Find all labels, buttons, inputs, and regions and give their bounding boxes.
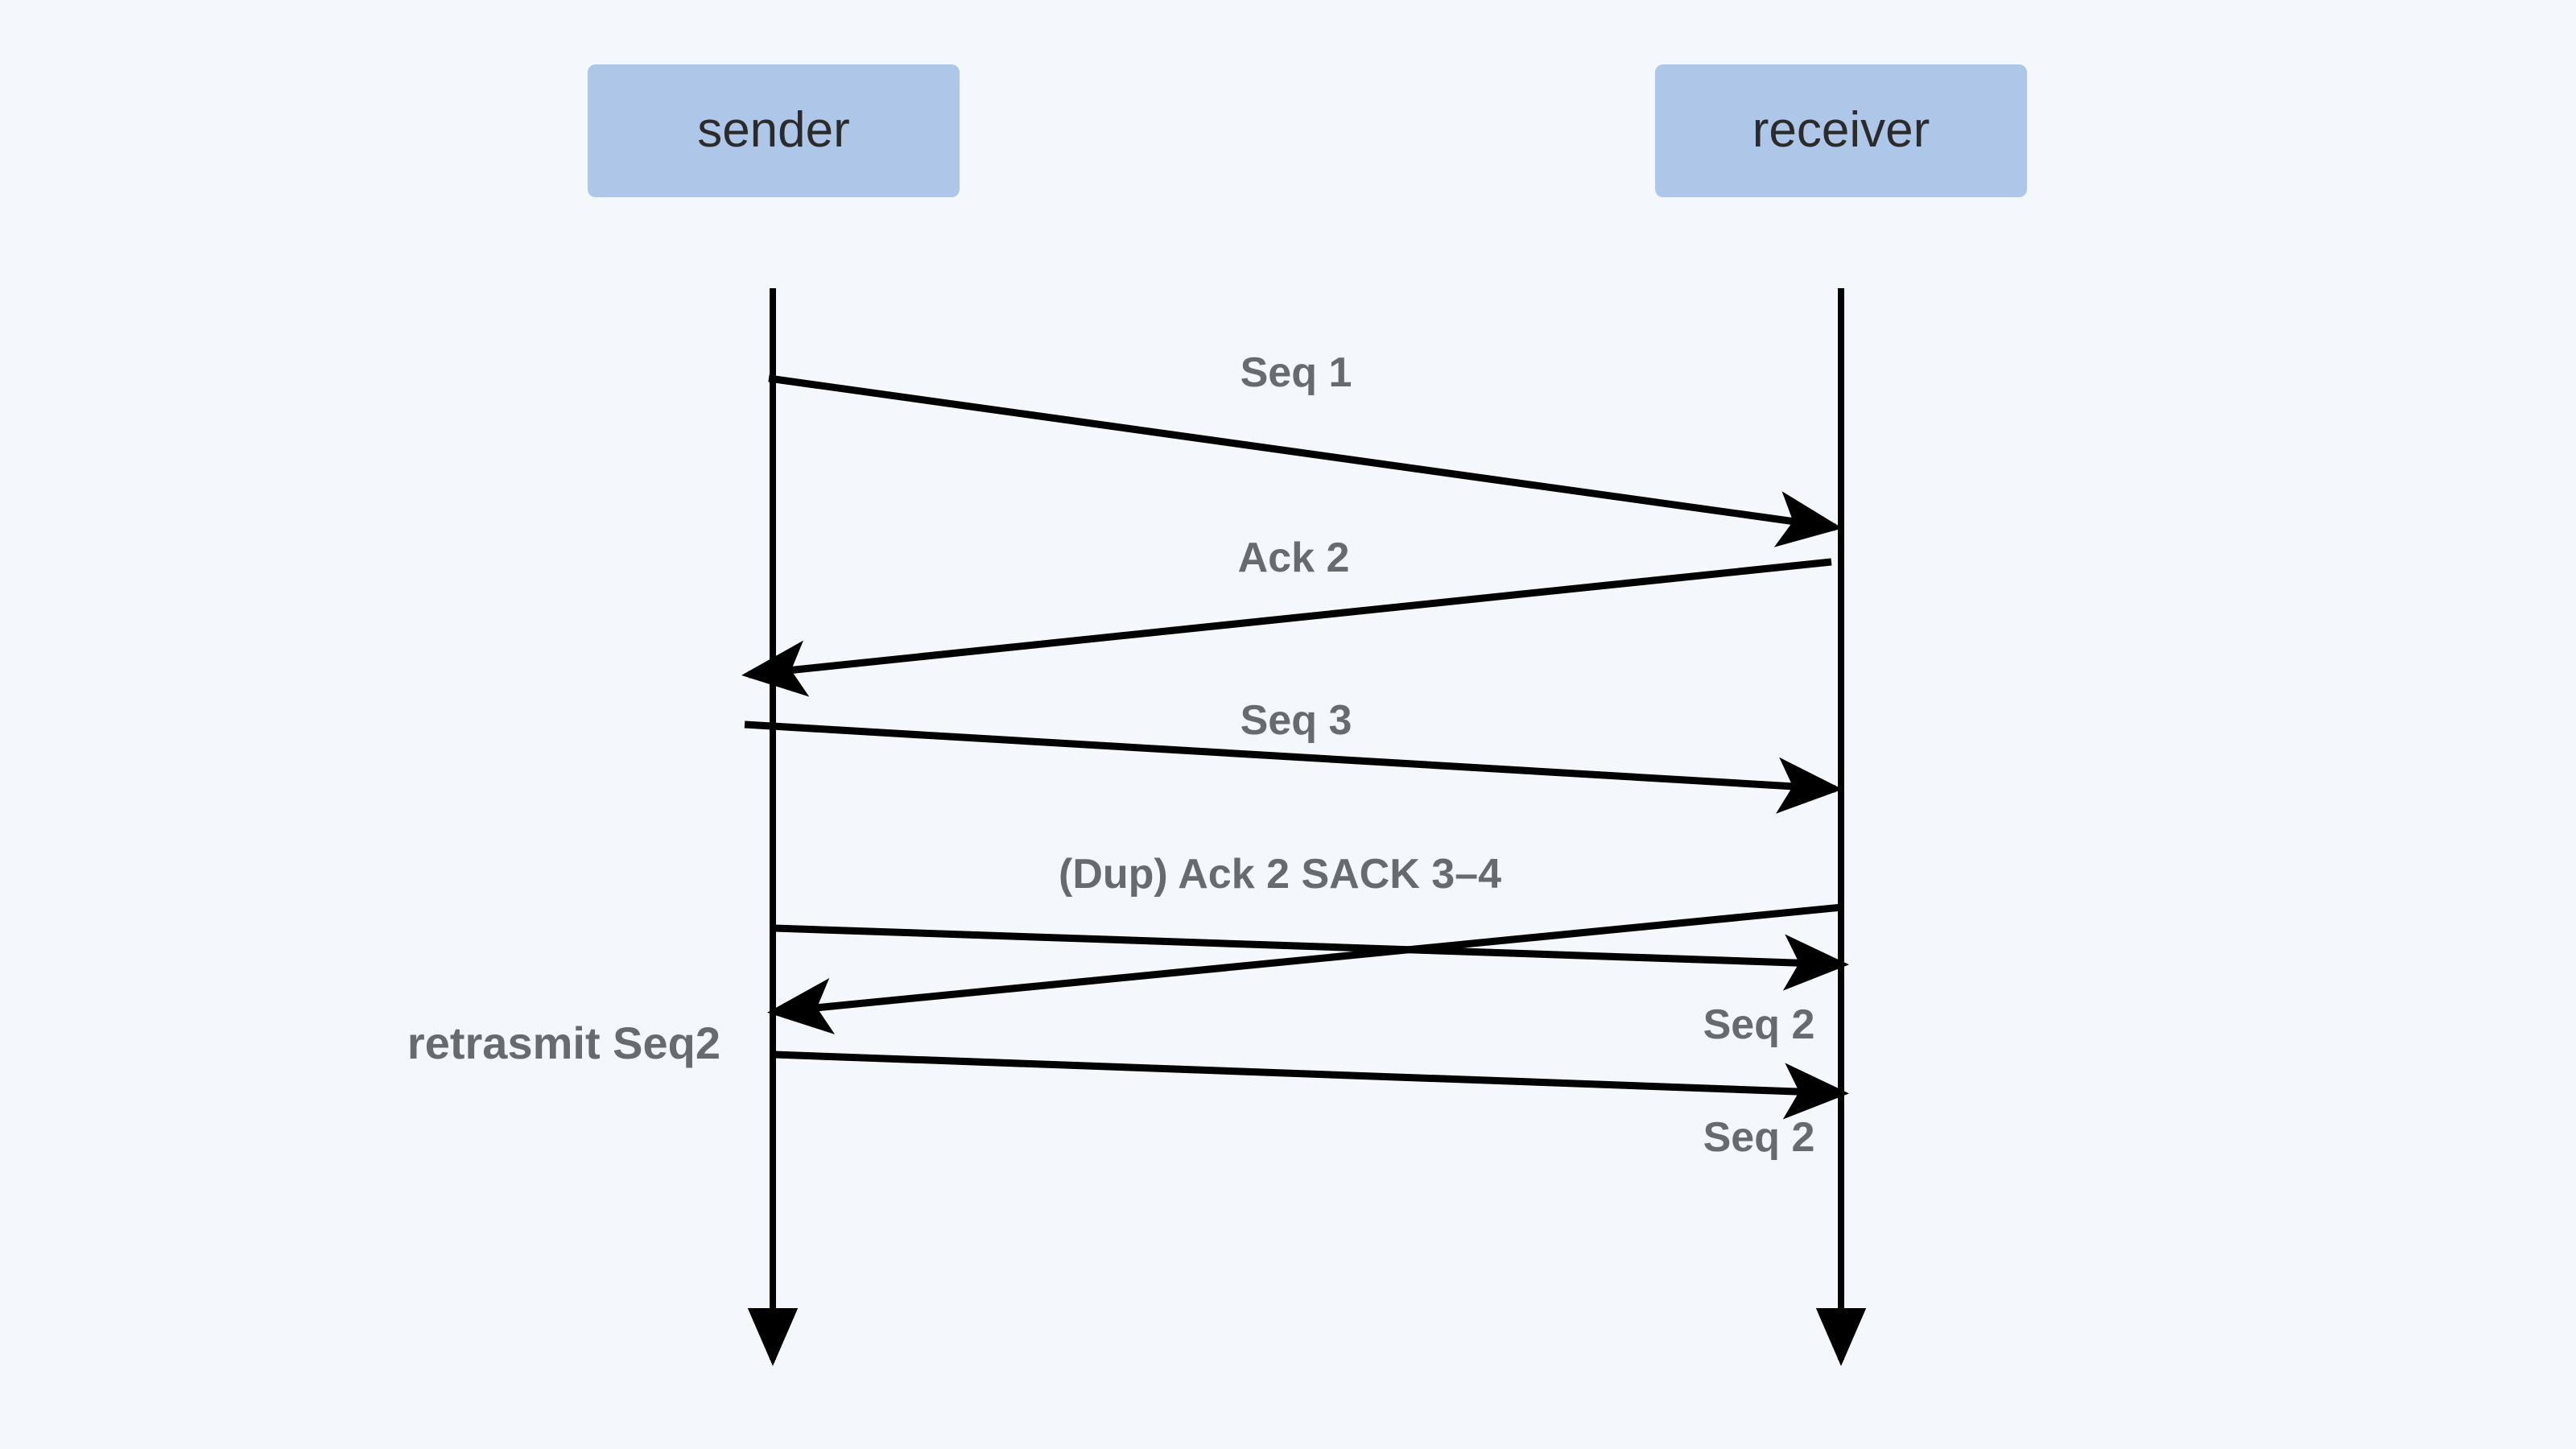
message-label-dup-ack2-sack: (Dup) Ack 2 SACK 3–4 bbox=[1059, 851, 1501, 898]
message-arrow-seq2-retransmit bbox=[774, 1051, 1849, 1120]
message-arrow-dup-ack2-sack bbox=[767, 903, 1843, 1034]
participant-box-receiver bbox=[1655, 64, 2027, 197]
participant-sender[interactable]: sender bbox=[588, 64, 960, 197]
lifelines-group bbox=[747, 288, 1867, 1366]
notes-group: retrasmit Seq2 bbox=[407, 1018, 720, 1068]
message-label-ack2: Ack 2 bbox=[1238, 535, 1350, 581]
message-label-seq3: Seq 3 bbox=[1241, 697, 1352, 744]
message-label-seq1: Seq 1 bbox=[1241, 349, 1352, 396]
participant-receiver[interactable]: receiver bbox=[1655, 64, 2027, 197]
message-label-seq2-first: Seq 2 bbox=[1703, 1001, 1815, 1048]
message-arrow-seq1 bbox=[768, 374, 1843, 547]
participant-label-receiver: receiver bbox=[1752, 102, 1930, 158]
participant-label-sender: sender bbox=[697, 102, 850, 158]
message-label-seq2-retransmit: Seq 2 bbox=[1703, 1114, 1815, 1161]
message-arrow-ack2 bbox=[741, 558, 1832, 697]
participants-group: sender receiver bbox=[588, 64, 2027, 197]
note-retransmit-note: retrasmit Seq2 bbox=[407, 1018, 720, 1068]
participant-box-sender bbox=[588, 64, 960, 197]
message-arrow-seq3 bbox=[744, 720, 1843, 814]
message-arrow-seq2-first bbox=[774, 924, 1849, 991]
